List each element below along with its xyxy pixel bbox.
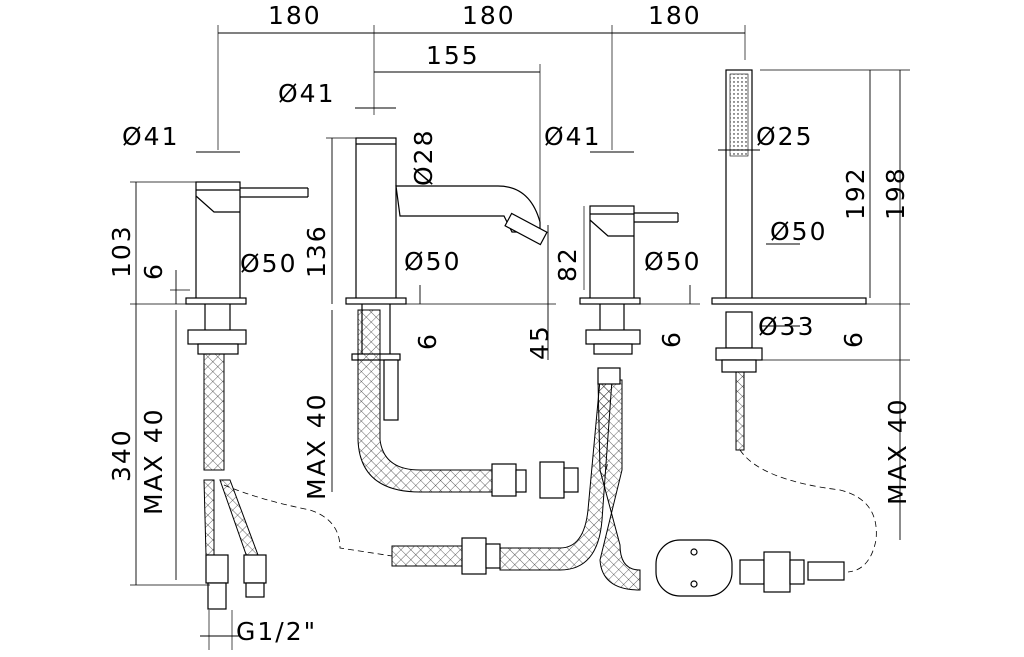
dim-spout-max40: MAX 40 — [302, 392, 331, 500]
dim-spout-rosette-6: 6 — [413, 332, 442, 350]
dim-left-height-103: 103 — [107, 224, 136, 278]
spout — [345, 107, 579, 499]
dim-left-dia41: Ø41 — [122, 122, 180, 151]
dim-right-rosette-6: 6 — [657, 330, 686, 348]
dim-overall-340: 340 — [107, 428, 136, 482]
dim-handshower-dia25: Ø25 — [756, 122, 814, 151]
dim-spout-dia41: Ø41 — [278, 79, 336, 108]
dim-right-base-dia50: Ø50 — [644, 247, 702, 276]
top-dimension-chain — [217, 25, 746, 225]
dim-top-180-right: 180 — [648, 1, 702, 30]
dim-handshower-rosette-6: 6 — [839, 330, 868, 348]
dim-spout-height-136: 136 — [302, 224, 331, 278]
left-valve — [185, 151, 309, 650]
diverter — [655, 539, 845, 597]
dashed-hose-routes — [223, 449, 877, 573]
dim-left-max40: MAX 40 — [139, 407, 168, 515]
dim-spout-dia28: Ø28 — [409, 129, 438, 187]
dim-top-180-mid: 180 — [462, 1, 516, 30]
dim-spout-reach: 155 — [426, 41, 480, 70]
left-vertical-dims — [130, 181, 210, 586]
hand-shower — [711, 69, 910, 540]
dim-top-180-left: 180 — [268, 1, 322, 30]
dim-handshower-dia33: Ø33 — [758, 312, 816, 341]
dim-spout-outlet-82: 82 — [553, 246, 582, 282]
dim-right-dia41: Ø41 — [544, 122, 602, 151]
dim-handshower-198: 198 — [881, 166, 910, 220]
dim-spout-clearance-45: 45 — [525, 324, 554, 360]
right-valve — [391, 151, 679, 591]
dim-left-base-dia50: Ø50 — [240, 249, 298, 278]
dim-handshower-192: 192 — [841, 166, 870, 220]
dim-spout-base-dia50: Ø50 — [404, 247, 462, 276]
spout-vertical-dims — [326, 137, 556, 492]
right-vertical-dims — [583, 206, 700, 305]
dim-handshower-max40: MAX 40 — [883, 397, 912, 505]
dim-thread: G1/2" — [236, 617, 317, 646]
dim-handshower-base-dia50: Ø50 — [770, 217, 828, 246]
dim-left-rosette-6: 6 — [139, 262, 168, 280]
